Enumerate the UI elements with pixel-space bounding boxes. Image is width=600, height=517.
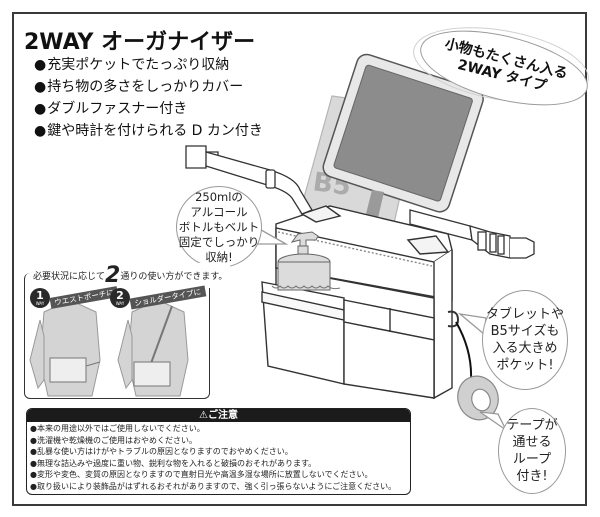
bullet-icon: ● [30,481,37,491]
caution-list: ●本来の用途以外ではご使用しないでください。 ●洗濯機や乾燥機のご使用はおやめく… [27,422,410,493]
bullet-icon: ● [30,470,37,480]
caution-header: ⚠ご注意 [27,409,410,422]
way-2-badge: 2 WAY [110,288,130,308]
usage-count: 2 [105,263,121,288]
feature-item: ●鍵や時計を付けられる D カン付き [34,123,263,139]
feature-item: ●持ち物の多さをしっかりカバー [34,79,244,95]
bullet-icon: ● [34,79,47,95]
way-1-badge: 1 WAY [30,288,50,308]
bullet-icon: ● [34,57,47,73]
bullet-icon: ● [34,101,47,117]
callout-tape-loop: テープが 通せる ループ 付き! [498,408,566,494]
bullet-icon: ● [30,424,37,433]
bullet-icon: ● [30,458,37,468]
usage-panel [24,273,210,399]
caution-box: ⚠ご注意 ●本来の用途以外ではご使用しないでください。 ●洗濯機や乾燥機のご使用… [26,408,411,495]
bullet-icon: ● [30,435,37,445]
caution-item: ●洗濯機や乾燥機のご使用はおやめください。 [30,435,197,445]
bullet-icon: ● [30,447,37,457]
feature-list: ●充実ポケットでたっぷり収納 ●持ち物の多さをしっかりカバー ●ダブルファスナー… [34,54,263,142]
bullet-icon: ● [34,123,47,139]
usage-caption: 必要状況に応じて2通りの使い方ができます。 [30,263,231,288]
caution-item: ●取り扱いにより装飾品がはずれるおそれがありますので、強く引っ張らないようにご注… [30,481,397,491]
feature-item: ●ダブルファスナー付き [34,101,188,117]
caution-item: ●変形や変色、変質の原因となりますので直射日光や高温多湿な場所に放置しないでくだ… [30,470,373,480]
callout-tablet-pocket: タブレットや B5サイズも 入る大きめ ポケット! [482,290,568,390]
caution-item: ●本来の用途以外ではご使用しないでください。 [30,424,205,433]
caution-item: ●無理な詰込みや過度に重い物、鋭利な物を入れると破損のおそれがあります。 [30,458,317,468]
callout-bottle: 250mlの アルコール ボトルもベルト 固定でしっかり 収納! [176,186,262,268]
warning-icon: ⚠ [199,410,208,421]
feature-item: ●充実ポケットでたっぷり収納 [34,57,230,73]
caution-item: ●乱暴な使い方はけがやトラブルの原因となりますのでおやめください。 [30,447,293,457]
product-title: 2WAY オーガナイザー [24,30,256,55]
